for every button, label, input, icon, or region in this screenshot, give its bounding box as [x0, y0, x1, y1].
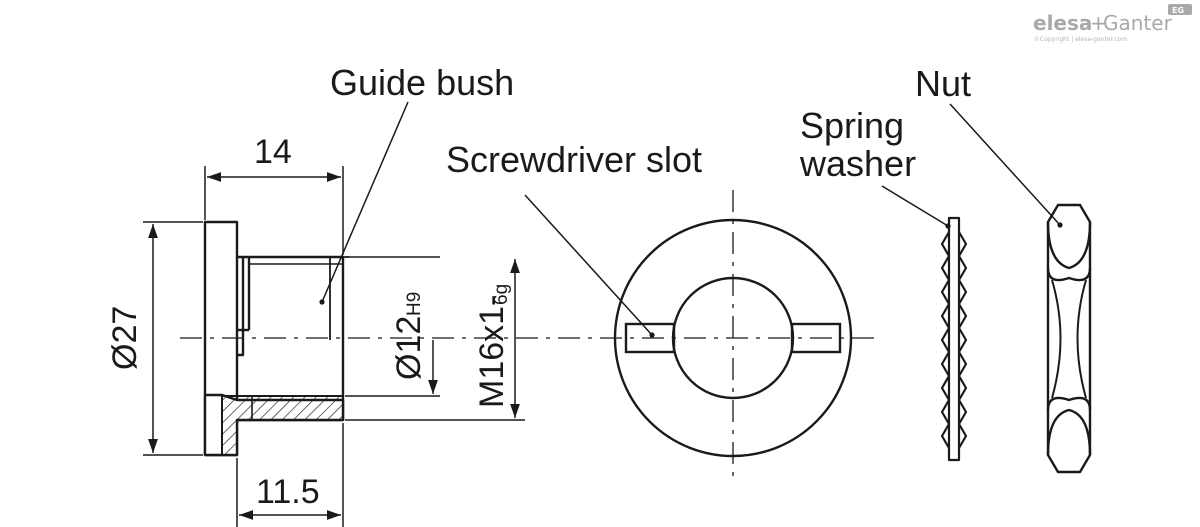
dimension-inner-tolerance: H9	[404, 292, 425, 316]
label-nut: Nut	[915, 63, 971, 104]
guide-bush-section	[203, 220, 345, 457]
dimension-length-bottom: 11.5	[256, 473, 320, 511]
brand-name-regular: Ganter	[1103, 11, 1173, 35]
nut	[1046, 203, 1092, 474]
dimension-thread: M16x1-	[473, 295, 511, 408]
dimension-lines	[143, 166, 525, 527]
dimension-inner-diameter: Ø12	[390, 316, 428, 380]
dimension-outer-diameter: Ø27	[106, 306, 144, 370]
dimension-thread-group: M16x1- 6g	[473, 284, 512, 408]
label-guide-bush: Guide bush	[330, 62, 514, 103]
label-spring: Spring	[800, 105, 904, 146]
brand-copyright: ©Copyright | elesa-ganter.com	[1034, 36, 1127, 43]
brand-plus: +	[1090, 11, 1107, 35]
dimension-inner-diameter-group: Ø12 H9	[390, 292, 428, 380]
brand-badge: EG	[1172, 6, 1184, 15]
spring-washer	[940, 216, 968, 462]
brand-name-bold: elesa	[1033, 11, 1092, 35]
label-screwdriver-slot: Screwdriver slot	[446, 139, 702, 180]
brand-badge-icon	[1168, 4, 1192, 15]
leader-lines	[321, 101, 1061, 336]
dimension-length-top: 14	[254, 133, 292, 171]
label-washer: washer	[799, 143, 916, 184]
brand-logo: elesa + Ganter EG ©Copyright | elesa-gan…	[1033, 4, 1192, 43]
dimension-thread-tolerance: 6g	[491, 284, 512, 305]
slot-washer-front	[613, 190, 853, 480]
leader-dots	[319, 222, 1063, 338]
